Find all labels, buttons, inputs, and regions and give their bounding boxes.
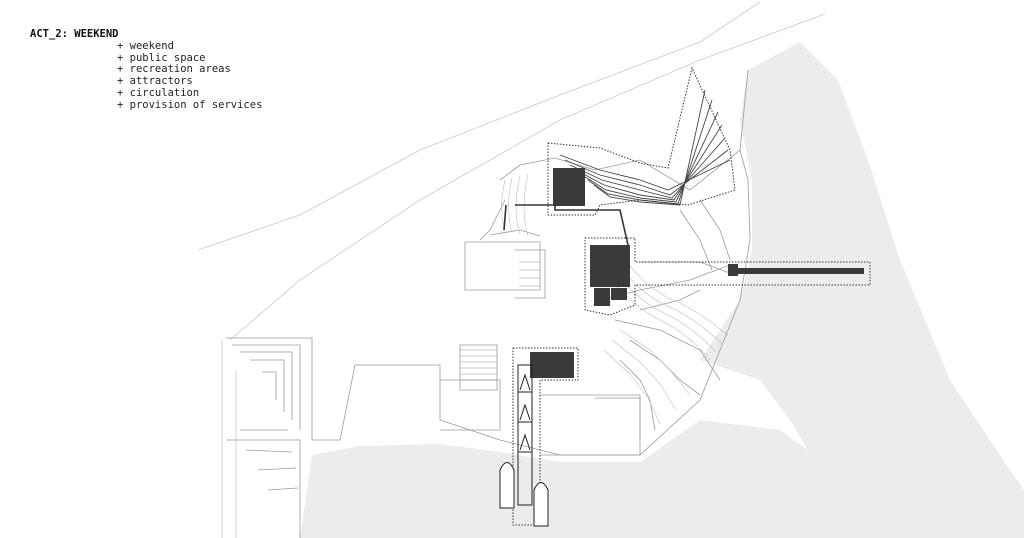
legend: ACT_2: WEEKEND + weekend + public space …	[30, 28, 263, 112]
fan-ramp	[559, 89, 731, 206]
pier-east-head	[728, 264, 738, 276]
jetty	[517, 364, 533, 506]
legend-item: + weekend	[117, 39, 174, 52]
legend-item: + recreation areas	[117, 63, 231, 76]
building-center-annex-1	[594, 288, 610, 306]
building-center-annex-2	[611, 288, 627, 300]
legend-item: + circulation	[117, 86, 200, 99]
building-north	[553, 168, 585, 206]
site-linework	[226, 69, 751, 538]
building-south	[530, 352, 574, 378]
legend-title: ACT_2: WEEKEND	[30, 28, 119, 40]
pier-east	[732, 268, 864, 274]
boat-1	[499, 462, 515, 509]
legend-list: + weekend + public space + recreation ar…	[30, 39, 263, 112]
circulation-lines	[503, 204, 629, 246]
legend-item: + attractors	[117, 75, 193, 88]
highlight-outlines	[512, 66, 871, 526]
boats	[499, 462, 549, 527]
buildings	[530, 168, 864, 378]
legend-item: + public space	[117, 51, 206, 64]
water-area-east	[700, 42, 1024, 538]
stair-hatch	[460, 261, 540, 381]
legend-item: + provision of services	[117, 98, 263, 111]
water-area-south	[300, 420, 905, 538]
boat-2	[533, 482, 549, 527]
context-lines	[197, 1, 826, 538]
building-center	[590, 245, 630, 287]
